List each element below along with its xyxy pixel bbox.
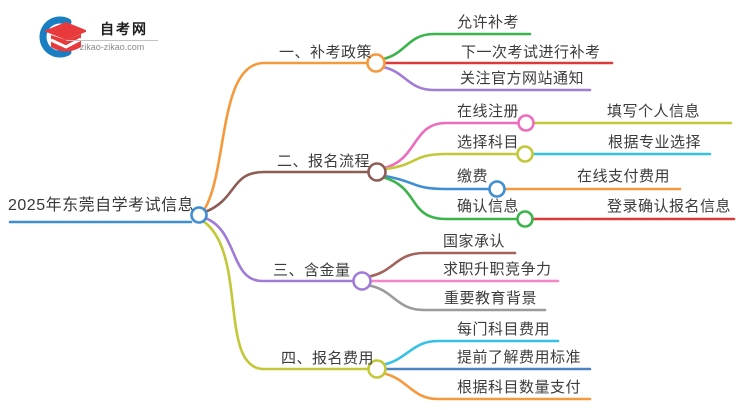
node-circle-branch-1[interactable]: [366, 53, 386, 73]
b2-child-2-label[interactable]: 选择科目: [457, 134, 520, 151]
connector-b2-choose-subject: [383, 152, 519, 171]
b2-child-3-label[interactable]: 缴费: [457, 168, 489, 185]
b2-grandchild-4-label[interactable]: 登录确认报名信息: [607, 198, 732, 215]
branch-1-label[interactable]: 一、补考政策: [279, 44, 373, 61]
connector-b2-pay: [383, 174, 491, 191]
connector-b4-per-subject-fee: [382, 339, 560, 366]
node-circle-b2-confirm[interactable]: [516, 210, 534, 228]
graduation-cap-icon: [39, 16, 86, 58]
connector-b1-official-notice: [381, 65, 592, 92]
b3-child-1-label[interactable]: 国家承认: [443, 233, 506, 250]
b3-child-3-label[interactable]: 重要教育背景: [444, 290, 538, 307]
connector-branch-1: [202, 61, 369, 212]
b3-child-2-label[interactable]: 求职升职竞争力: [443, 261, 552, 278]
node-circle-branch-3[interactable]: [352, 271, 372, 291]
b1-child-3-label[interactable]: 关注官方网站通知: [460, 70, 585, 87]
connector-branch-3: [203, 216, 355, 283]
node-circle-branch-2[interactable]: [367, 162, 387, 182]
branch-3-label[interactable]: 三、含金量: [273, 262, 351, 279]
node-circle-center[interactable]: [190, 206, 208, 224]
node-circle-b2-pay[interactable]: [488, 180, 506, 198]
connector-b3-state-recognized: [367, 251, 517, 278]
b4-child-2-label[interactable]: 提前了解费用标准: [457, 349, 582, 366]
b2-grandchild-3-label[interactable]: 在线支付费用: [577, 168, 671, 185]
center-topic-label[interactable]: 2025年东莞自学考试信息: [8, 197, 195, 214]
b1-child-1-label[interactable]: 允许补考: [457, 14, 520, 31]
node-circle-b2-register[interactable]: [517, 114, 535, 132]
b4-child-1-label[interactable]: 每门科目费用: [457, 321, 551, 338]
branch-2-label[interactable]: 二、报名流程: [277, 153, 371, 170]
connector-b3-education-background: [367, 284, 547, 312]
site-logo[interactable]: 自考网 zikao-zikao.com: [28, 8, 163, 60]
b2-grandchild-1-label[interactable]: 填写个人信息: [607, 103, 701, 120]
b2-grandchild-2-label[interactable]: 根据专业选择: [608, 134, 702, 151]
site-name: 自考网: [100, 21, 148, 37]
logo-divider: [66, 40, 158, 41]
connector-b2-register: [382, 121, 520, 170]
connector-b2-confirm: [382, 176, 519, 221]
connector-branch-2: [203, 170, 370, 214]
b2-child-1-label[interactable]: 在线注册: [457, 103, 520, 120]
b2-child-4-label[interactable]: 确认信息: [457, 198, 520, 215]
branch-4-label[interactable]: 四、报名费用: [281, 350, 375, 367]
site-url: zikao-zikao.com: [79, 42, 145, 52]
b1-child-2-label[interactable]: 下一次考试进行补考: [461, 44, 601, 61]
node-circle-b2-choose-subject[interactable]: [516, 145, 534, 163]
connector-branch-4: [201, 219, 370, 371]
connector-b1-allow-retake: [381, 32, 532, 61]
b4-child-3-label[interactable]: 根据科目数量支付: [457, 379, 582, 396]
node-circle-branch-4[interactable]: [367, 359, 387, 379]
connector-b4-pay-by-count: [382, 372, 592, 401]
